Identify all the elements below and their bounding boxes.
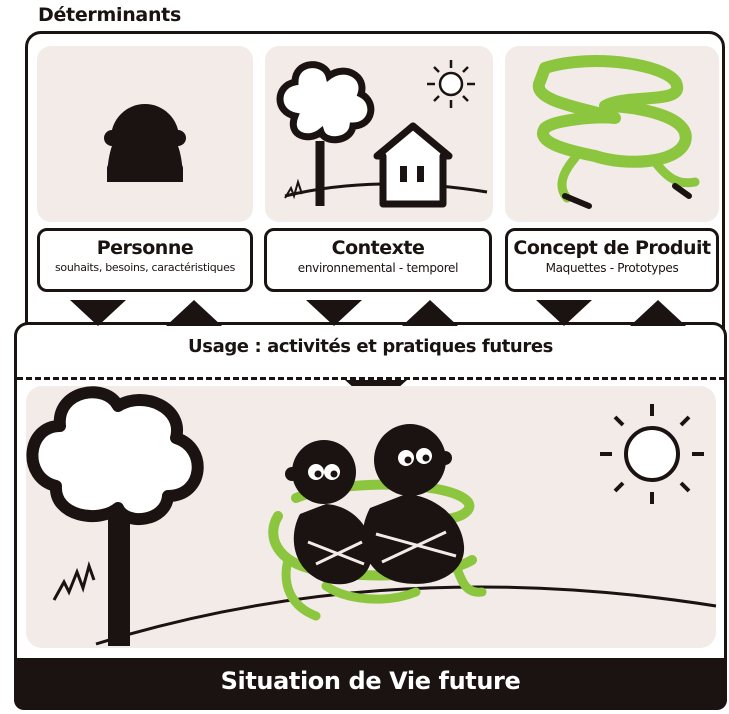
- chair-concept-icon: [532, 55, 700, 209]
- footer-label: Situation de Vie future: [220, 667, 521, 695]
- determinant-concept: Concept de Produit Maquettes - Prototype…: [505, 228, 719, 292]
- tree-icon: [26, 386, 204, 646]
- arrow-up-concept: [630, 300, 686, 326]
- usage-band: [14, 322, 727, 380]
- determinant-title: Concept de Produit: [513, 237, 711, 259]
- determinant-subtitle: Maquettes - Prototypes: [545, 261, 679, 275]
- determinant-subtitle: souhaits, besoins, caractéristiques: [54, 261, 235, 274]
- arrow-down-contexte: [306, 300, 362, 326]
- arrow-down-personne: [70, 300, 126, 326]
- context-illustration: [276, 60, 488, 208]
- arrow-up-contexte: [402, 300, 458, 326]
- diagram-title: Déterminants: [38, 4, 181, 26]
- determinant-subtitle: environnemental - temporel: [297, 261, 459, 275]
- situation-frame: [14, 380, 727, 680]
- determinant-title: Personne: [96, 237, 194, 259]
- future-situation-scene: [26, 386, 717, 646]
- grass-icon: [52, 561, 96, 601]
- house-icon: [373, 122, 453, 208]
- couple-on-chair-icon: [268, 424, 487, 621]
- arrow-up-personne: [166, 300, 222, 326]
- sun-icon: [600, 404, 704, 504]
- ground-line: [95, 585, 717, 646]
- tree-icon: [276, 61, 375, 206]
- determinant-title: Contexte: [331, 237, 425, 259]
- dashed-divider: [17, 377, 725, 380]
- determinant-personne: Personne souhaits, besoins, caractéristi…: [37, 228, 253, 292]
- footer-bar: [14, 658, 727, 710]
- usage-label: Usage : activités et pratiques futures: [188, 336, 553, 357]
- determinant-contexte: Contexte environnemental - temporel: [264, 228, 492, 292]
- arrow-down-concept: [536, 300, 592, 326]
- sun-icon: [427, 60, 475, 108]
- person-icon: [104, 104, 186, 182]
